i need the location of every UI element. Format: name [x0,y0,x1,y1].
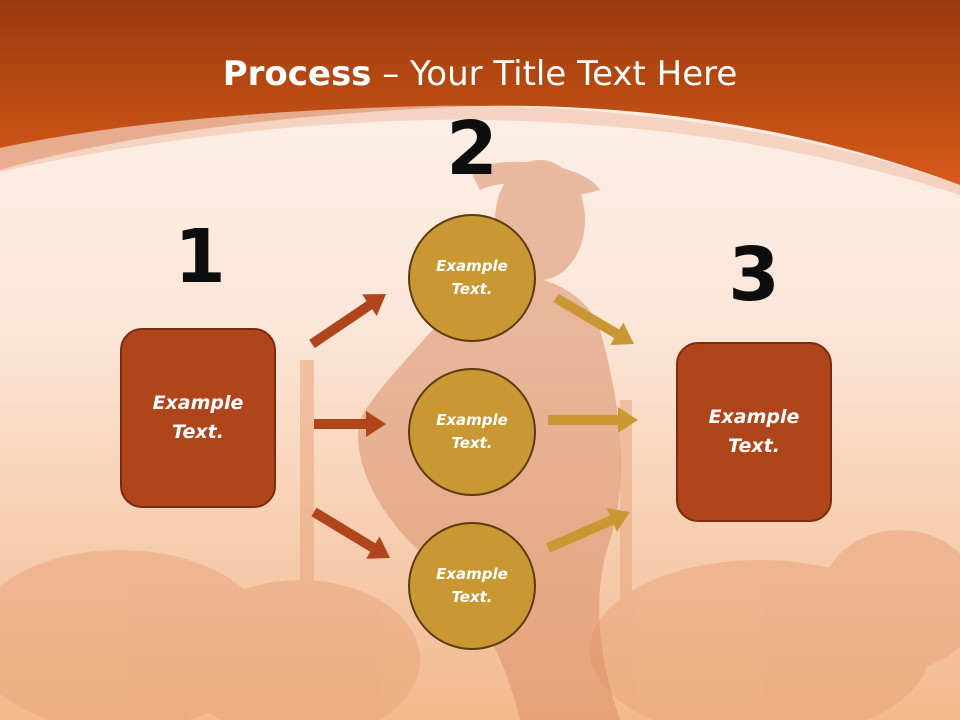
slide-title: Process – Your Title Text Here [0,52,960,96]
circle-bottom-label: Example Text. [436,565,508,606]
left-box: Example Text. [120,328,276,508]
circle-top-label: Example Text. [436,257,508,298]
left-box-label: Example Text. [152,392,244,443]
circle-top: Example Text. [408,214,536,342]
step-number-3: 3 [728,232,780,318]
circle-bottom: Example Text. [408,522,536,650]
right-box-label: Example Text. [708,406,800,457]
title-bold: Process [222,54,372,94]
title-rest: – Your Title Text Here [371,54,738,94]
right-box: Example Text. [676,342,832,522]
runner-silhouette [358,160,621,720]
circle-middle-label: Example Text. [436,411,508,452]
header-curve-highlight [0,105,960,195]
header-band [0,0,960,185]
trees-silhouette [0,360,960,720]
step-number-2: 2 [446,106,498,192]
circle-middle: Example Text. [408,368,536,496]
step-number-1: 1 [174,214,226,300]
